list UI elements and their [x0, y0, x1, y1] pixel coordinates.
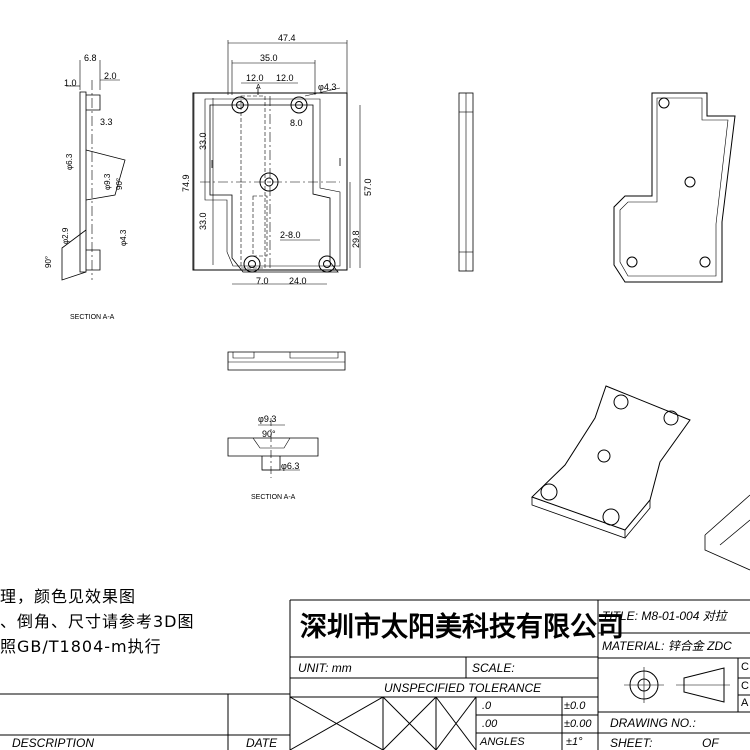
note-line-2: 、倒角、尺寸请参考3D图	[0, 612, 195, 631]
angles-label: ANGLES	[480, 736, 525, 748]
dim-1-0: 1.0	[64, 78, 77, 88]
dim-35-0: 35.0	[260, 53, 278, 63]
sheet-label: SHEET:	[610, 736, 653, 750]
dim-24-0: 24.0	[289, 276, 307, 286]
unit-label: UNIT: mm	[298, 661, 352, 675]
dim-side-dia-4-3: φ4.3	[119, 229, 128, 246]
title-block	[0, 599, 750, 750]
dim-side-90: 90°	[115, 177, 124, 190]
dim-sec-dia-9-3: φ9.3	[258, 414, 277, 424]
drawing-title: TITLE: M8-01-004 对拉	[602, 609, 727, 623]
dim-side-dia-6-3: φ6.3	[65, 153, 74, 170]
isometric-view	[531, 385, 750, 571]
tolerance-row2-value: .00	[482, 718, 498, 730]
dim-3-3: 3.3	[100, 117, 113, 127]
dim-29-8: 29.8	[351, 230, 361, 248]
dim-sec-dia-6-3: φ6.3	[281, 461, 300, 471]
dim-8-0: 8.0	[290, 118, 303, 128]
dim-6-8: 6.8	[84, 53, 97, 63]
sheet-of-label: OF	[702, 736, 719, 750]
right-col-c1: C	[741, 661, 749, 673]
tolerance-row2-tol: ±0.00	[564, 718, 592, 730]
right-col-a: A	[741, 697, 749, 709]
bottom-view	[227, 351, 346, 371]
front-view	[192, 40, 361, 285]
tolerance-row1-value: .0	[482, 700, 492, 712]
right-col-c2: C	[741, 680, 749, 692]
drawing-number-label: DRAWING NO.:	[610, 716, 696, 730]
unspecified-tolerance-label: UNSPECIFIED TOLERANCE	[384, 681, 542, 695]
note-line-3: 照GB/T1804-m执行	[0, 637, 162, 656]
dim-33-0-b: 33.0	[198, 212, 208, 230]
dim-sec-90: 90°	[262, 429, 276, 439]
dim-dia-4-3: φ4.3	[318, 82, 337, 92]
dim-33-0-a: 33.0	[198, 132, 208, 150]
back-view	[613, 92, 736, 283]
description-label: DESCRIPTION	[12, 736, 95, 750]
dim-side-90-b: 90°	[44, 255, 53, 268]
date-label: DATE	[246, 736, 278, 750]
section-marker-a-top: A	[256, 84, 261, 91]
dim-47-4: 47.4	[278, 33, 296, 43]
side-section-view	[61, 60, 126, 281]
dim-57-0: 57.0	[363, 178, 373, 196]
angles-tolerance: ±1°	[566, 736, 583, 748]
dim-side-dia-9-3: φ9.3	[103, 173, 112, 190]
edge-view	[458, 92, 474, 272]
note-line-1: 理，颜色见效果图	[0, 587, 137, 606]
dim-12-0-b: 12.0	[276, 73, 294, 83]
scale-label: SCALE:	[472, 661, 515, 675]
section-label-bottom: SECTION A-A	[251, 494, 296, 501]
dim-2-8-0: 2-8.0	[280, 230, 301, 240]
dim-2-0: 2.0	[104, 71, 117, 81]
bottom-section-view	[227, 418, 319, 478]
material-label: MATERIAL: 锌合金 ZDC	[602, 639, 732, 653]
dim-7-0: 7.0	[256, 276, 269, 286]
section-label-side: SECTION A-A	[70, 314, 115, 321]
dim-74-9: 74.9	[181, 174, 191, 192]
dim-side-dia-2-9: φ2.9	[61, 227, 70, 244]
dim-12-0-a: 12.0	[246, 73, 264, 83]
company-name: 深圳市太阳美科技有限公司	[300, 612, 624, 643]
tolerance-row1-tol: ±0.0	[564, 700, 586, 712]
